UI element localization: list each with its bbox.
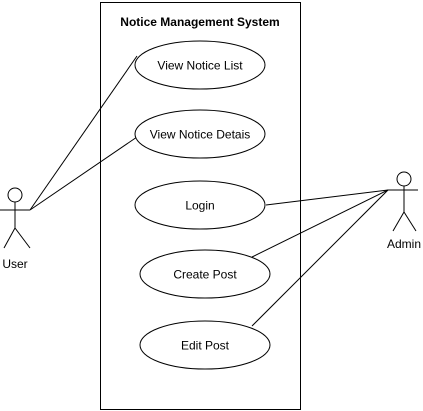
use-case-label: Create Post <box>173 268 237 282</box>
actor-user[interactable]: User <box>0 187 31 271</box>
association-admin-edit-post <box>251 189 389 327</box>
association-user-view-notice-list <box>29 55 138 211</box>
use-case-create-post[interactable]: Create Post <box>139 249 271 299</box>
associations <box>29 55 389 327</box>
stick-figure-icon <box>0 187 31 249</box>
use-case-label: Edit Post <box>181 339 230 353</box>
use-case-label: View Notice List <box>157 59 243 73</box>
use-case-view-notice-details[interactable]: View Notice Detais <box>134 109 266 159</box>
system-boundary <box>100 2 301 410</box>
use-case-label: Login <box>185 199 214 213</box>
association-admin-login <box>265 189 389 206</box>
use-case-edit-post[interactable]: Edit Post <box>139 320 271 370</box>
association-user-view-notice-details <box>29 136 138 211</box>
actor-admin[interactable]: Admin <box>387 171 421 251</box>
use-case-login[interactable]: Login <box>134 180 266 230</box>
use-case-label: View Notice Detais <box>150 128 251 142</box>
actor-label: User <box>2 257 27 271</box>
use-case-view-notice-list[interactable]: View Notice List <box>134 40 266 90</box>
system-title: Notice Management System <box>120 15 279 29</box>
association-admin-create-post <box>251 189 389 258</box>
stick-figure-icon <box>388 171 418 232</box>
actor-label: Admin <box>387 237 421 251</box>
